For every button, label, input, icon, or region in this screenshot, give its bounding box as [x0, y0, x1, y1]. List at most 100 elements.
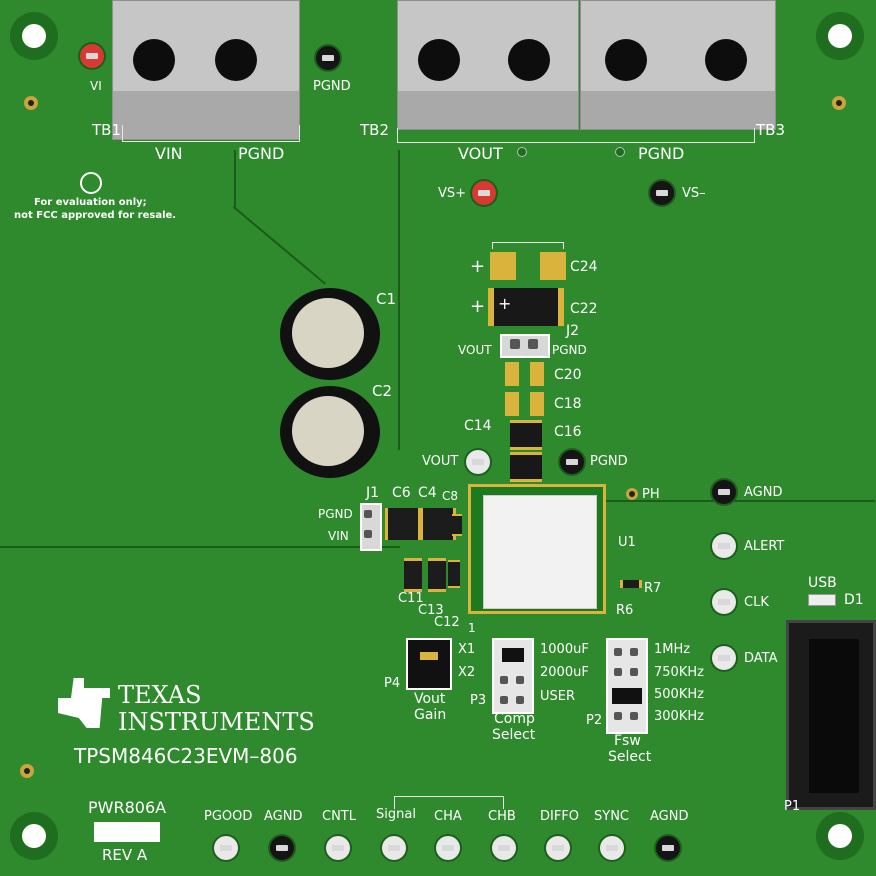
p2-ref: P2	[586, 713, 603, 728]
test-point-vout[interactable]	[466, 450, 490, 474]
p2-option-500khz: 500KHz	[654, 687, 704, 702]
mounting-hole-top-left	[10, 12, 58, 60]
ti-logo-icon	[58, 678, 110, 728]
jumper-p4[interactable]	[406, 638, 452, 690]
no-fcc-icon	[80, 172, 102, 194]
c22-label: C22	[570, 301, 598, 317]
c14-label: C14	[464, 418, 492, 434]
j1-vin-label: VIN	[328, 529, 349, 543]
terminal-block-tb3[interactable]	[580, 0, 776, 130]
screw-hole[interactable]	[705, 39, 747, 81]
tb2-vout-label: VOUT	[458, 144, 503, 163]
bottom-tp-label-chb: CHB	[488, 809, 516, 824]
c8-label: C8	[442, 489, 459, 503]
test-point-chb[interactable]	[492, 836, 516, 860]
test-point-signal[interactable]	[382, 836, 406, 860]
test-point-cha[interactable]	[436, 836, 460, 860]
jumper-p3[interactable]	[492, 638, 534, 714]
screw-hole[interactable]	[215, 39, 257, 81]
test-point-pgnd-mid[interactable]	[560, 450, 584, 474]
test-point-vs-plus[interactable]	[472, 181, 496, 205]
tb3-pgnd-label: PGND	[638, 144, 685, 163]
vin-tp-label: VI	[90, 79, 102, 93]
vs-minus-label: VS–	[682, 186, 706, 201]
tb2-ref: TB2	[360, 121, 389, 139]
test-point-pgood[interactable]	[214, 836, 238, 860]
test-point-alert[interactable]	[712, 534, 736, 558]
notice-line2: not FCC approved for resale.	[14, 210, 177, 221]
test-point-sync[interactable]	[600, 836, 624, 860]
pin1-label: 1	[468, 621, 476, 635]
connector-p1[interactable]	[786, 620, 876, 810]
r6-label: R6	[616, 603, 634, 618]
screw-hole[interactable]	[605, 39, 647, 81]
test-point-clk[interactable]	[712, 590, 736, 614]
c20-label: C20	[554, 367, 582, 383]
j1-pgnd-label: PGND	[318, 507, 353, 521]
logo-line1: TEXAS	[118, 681, 202, 709]
p3-option-1000uf: 1000uF	[540, 642, 589, 657]
screw-hole[interactable]	[418, 39, 460, 81]
fiducial-left	[24, 96, 38, 110]
vs-plus-label: VS+	[438, 186, 467, 201]
p3-option-2000uf: 2000uF	[540, 665, 589, 680]
capacitor-c24-pad-right	[540, 252, 566, 280]
p4-option-x1: X1	[458, 642, 476, 657]
p4-option-x2: X2	[458, 665, 476, 680]
c13-label: C13	[418, 603, 444, 618]
test-point-data[interactable]	[712, 646, 736, 670]
r7-label: R7	[644, 581, 662, 596]
test-point-agnd-bottom-1[interactable]	[270, 836, 294, 860]
test-point-cntl[interactable]	[326, 836, 350, 860]
p2-option-750khz: 750KHz	[654, 665, 704, 680]
test-point-agnd-right[interactable]	[712, 480, 736, 504]
pwr-code: PWR806A	[88, 798, 167, 817]
c4-label: C4	[418, 485, 437, 501]
usb-label: USB	[808, 575, 837, 591]
revision: REV A	[102, 846, 148, 864]
test-point-pgnd-top[interactable]	[316, 46, 340, 70]
test-point-agnd-bottom-2[interactable]	[656, 836, 680, 860]
test-point-diffo[interactable]	[546, 836, 570, 860]
p2-title-1: Fsw	[614, 733, 641, 749]
label-box	[94, 822, 160, 842]
tb1-pgnd-label: PGND	[238, 144, 285, 163]
capacitor-c2	[280, 386, 380, 478]
c6-label: C6	[392, 485, 411, 501]
screw-hole[interactable]	[508, 39, 550, 81]
p3-title-1: Comp	[494, 711, 535, 727]
ph-label: PH	[642, 487, 660, 502]
right-tp-agnd-label: AGND	[744, 485, 783, 500]
c1-label: C1	[376, 290, 397, 308]
terminal-block-tb1[interactable]	[112, 0, 300, 140]
fiducial-right	[832, 96, 846, 110]
bottom-tp-label-cha: CHA	[434, 809, 462, 824]
bottom-tp-label-signal: Signal	[376, 807, 416, 822]
p2-option-300khz: 300KHz	[654, 709, 704, 724]
terminal-block-tb2[interactable]	[397, 0, 579, 130]
c11-label: C11	[398, 591, 424, 606]
tb3-ref: TB3	[756, 121, 785, 139]
c24-plus: +	[470, 256, 486, 277]
tb1-vin-label: VIN	[155, 144, 183, 163]
p4-title-2: Gain	[414, 707, 447, 723]
screw-hole[interactable]	[133, 39, 175, 81]
test-point-vs-minus[interactable]	[650, 181, 674, 205]
fiducial-bottom-left	[20, 764, 34, 778]
vout-tp-label: VOUT	[422, 454, 459, 469]
p3-ref: P3	[470, 693, 487, 708]
capacitor-c22	[488, 288, 564, 326]
c2-label: C2	[372, 382, 393, 400]
pgnd-top-label: PGND	[313, 79, 351, 94]
jumper-p2[interactable]	[606, 638, 648, 734]
jumper-j2[interactable]	[500, 334, 550, 358]
c22-plus: +	[470, 296, 486, 317]
bottom-tp-label-cntl: CNTL	[322, 809, 356, 824]
pgnd-tp-label: PGND	[590, 454, 628, 469]
mounting-hole-bottom-right	[816, 812, 864, 860]
tb1-ref: TB1	[92, 121, 121, 139]
capacitor-c1	[280, 288, 380, 380]
p3-title-2: Select	[492, 727, 536, 743]
notice-line1: For evaluation only;	[34, 197, 147, 208]
test-point-vin[interactable]	[80, 44, 104, 68]
